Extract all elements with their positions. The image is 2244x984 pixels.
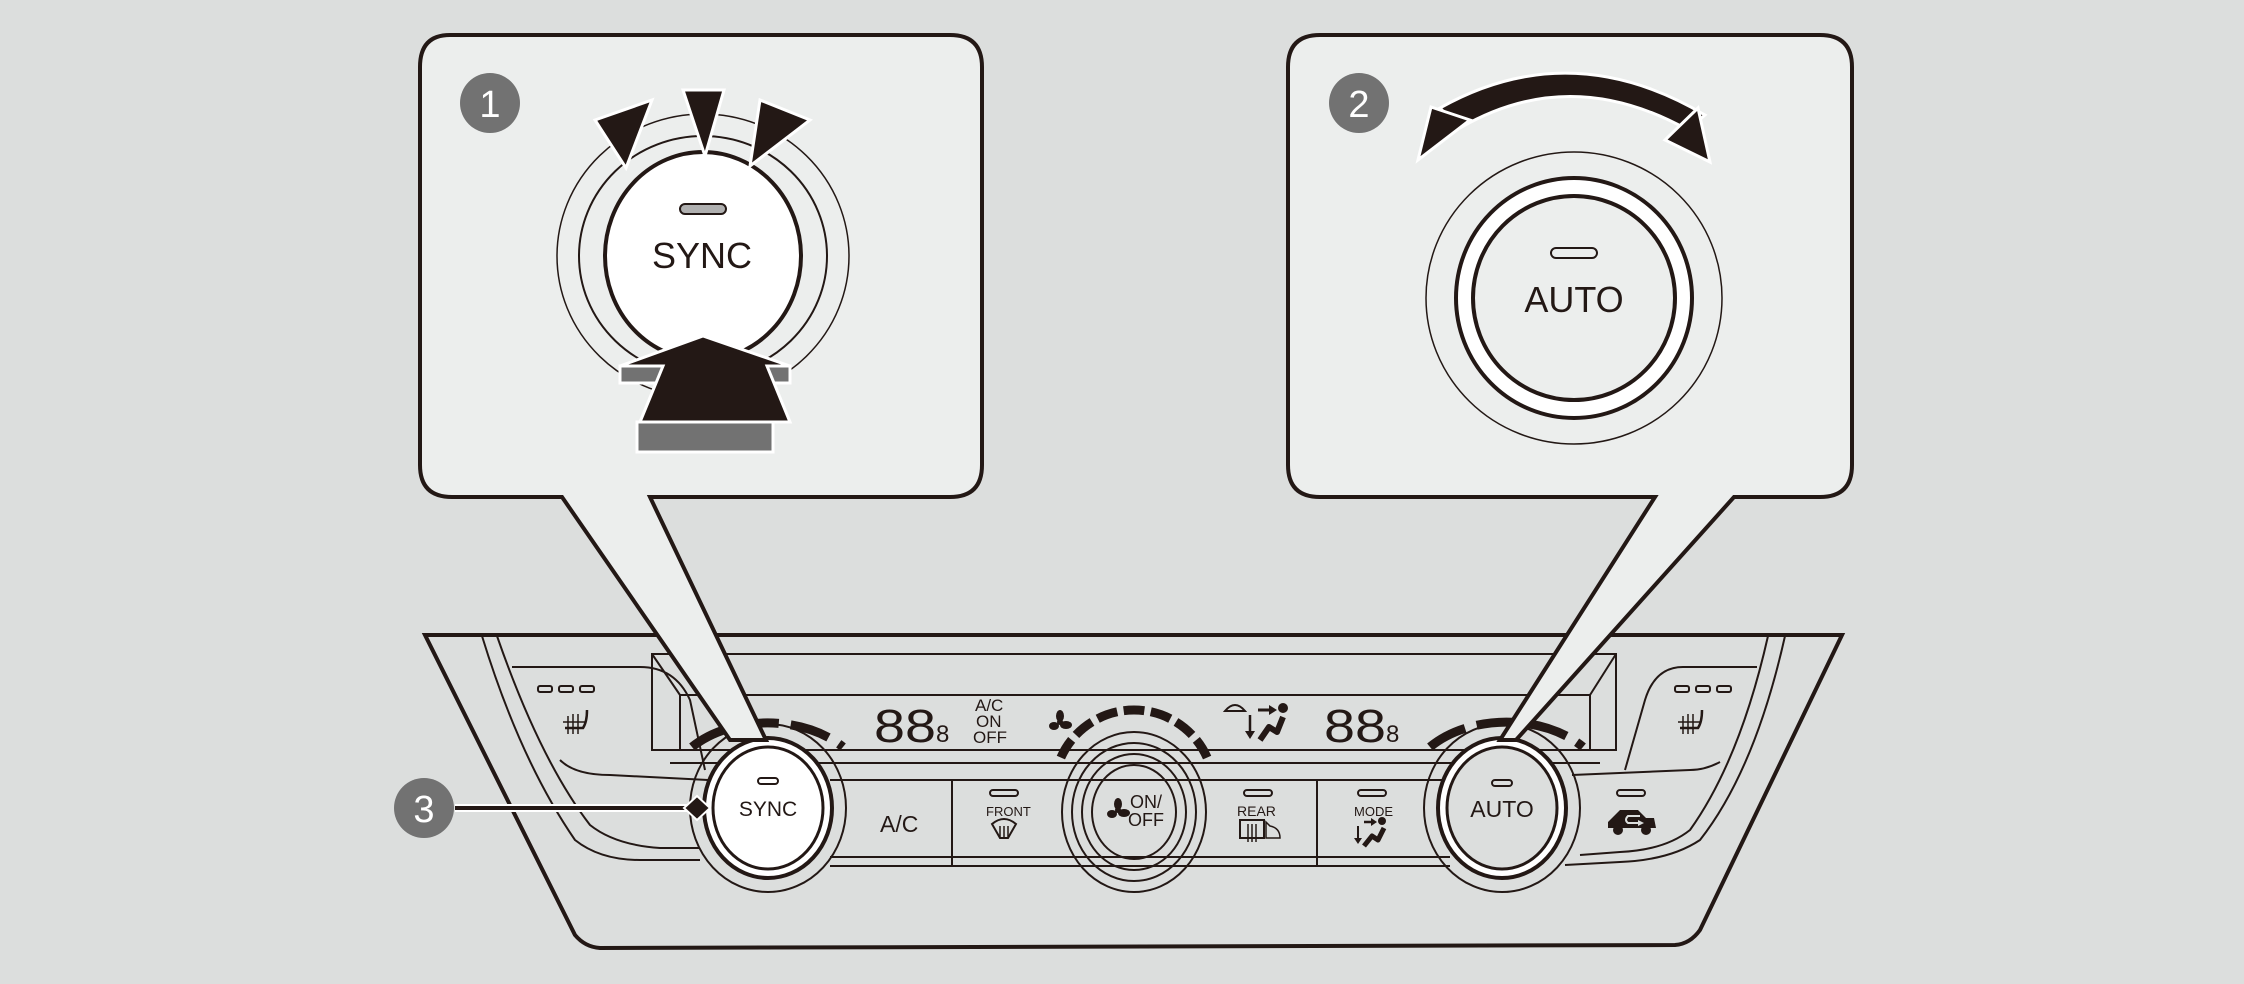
fan-icon — [1107, 798, 1130, 818]
right-temp-arc — [1427, 717, 1586, 751]
seat-heater-right-bottom — [1571, 761, 1721, 776]
seat-heater-left-frame — [512, 666, 706, 771]
bezel-line-right-1 — [1579, 635, 1769, 856]
badge-2: 2 — [1329, 73, 1389, 133]
sync-knob[interactable]: SYNC — [689, 723, 847, 893]
display-right-temp: 88 — [1324, 700, 1386, 752]
svg-text:3: 3 — [413, 789, 434, 831]
fan-speed-segment — [1173, 718, 1196, 739]
fan-knob-label-line1: ON/ — [1130, 792, 1162, 812]
mode-button[interactable]: MODE — [1354, 789, 1393, 848]
fan-speed-segment — [1149, 707, 1173, 723]
svg-text:1: 1 — [479, 84, 500, 126]
seat-heater-icon — [563, 709, 589, 734]
control-panel: 88 8 A/C ON OFF 88 8 — [421, 633, 1846, 951]
ac-button[interactable]: A/C — [880, 811, 918, 837]
fan-speed-segment — [1072, 718, 1095, 739]
display-airflow-icon — [1222, 703, 1288, 742]
pulse-indicator-icon — [592, 88, 814, 172]
svg-text:2: 2 — [1348, 84, 1369, 126]
fan-speed-segment — [1095, 707, 1119, 723]
rotate-arrow-icon — [1415, 71, 1713, 165]
auto-knob-label: AUTO — [1470, 796, 1533, 822]
panel-outer-bezel — [421, 633, 1846, 951]
front-defrost-button[interactable]: FRONT — [986, 789, 1031, 839]
ac-button-label: A/C — [880, 811, 918, 837]
defrost-front-icon — [990, 818, 1018, 839]
display-bevel-left — [651, 653, 681, 696]
recirculation-icon — [1608, 810, 1656, 835]
rear-defrost-button[interactable]: REAR — [1237, 789, 1281, 842]
callout-auto: 2 AUTO — [1286, 33, 1854, 742]
display-bevel-right — [1589, 653, 1617, 696]
defrost-rear-icon — [1239, 819, 1281, 842]
left-temp-arc — [689, 718, 846, 751]
seat-heater-right[interactable] — [1674, 685, 1732, 734]
rear-defrost-label: REAR — [1237, 803, 1276, 819]
fan-speed-bar — [1056, 705, 1212, 760]
fan-speed-segment — [1123, 705, 1145, 716]
display-left-temp: 88 — [874, 700, 936, 752]
marker-3: 3 — [394, 778, 712, 838]
fan-icon — [1049, 710, 1072, 730]
seat-heater-left[interactable] — [537, 685, 595, 734]
fan-knob[interactable]: ON/ OFF — [1061, 731, 1207, 893]
bezel-line-right-2 — [1564, 635, 1786, 866]
display-left-temp-decimal: 8 — [936, 721, 949, 748]
fan-speed-segment — [1056, 737, 1076, 760]
callout-sync-label: SYNC — [652, 235, 752, 276]
auto-knob[interactable]: AUTO — [1423, 723, 1581, 893]
display-ac-line3: OFF — [973, 728, 1007, 747]
display-ac-line2: ON — [976, 712, 1002, 731]
callout-auto-button — [1471, 194, 1677, 402]
recirculation-button[interactable] — [1608, 789, 1656, 835]
badge-1: 1 — [460, 73, 520, 133]
callout-auto-label: AUTO — [1524, 279, 1623, 320]
front-defrost-label: FRONT — [986, 804, 1031, 819]
display-right-temp-decimal: 8 — [1386, 721, 1399, 748]
mode-airflow-icon — [1354, 817, 1387, 848]
seat-heater-left-bottom — [559, 759, 709, 781]
bezel-line-left-1 — [481, 635, 700, 861]
sync-knob-label: SYNC — [739, 798, 797, 821]
callout-sync: 1 SYNC — [418, 33, 984, 742]
display-ac-line1: A/C — [975, 696, 1003, 715]
seat-heater-icon — [1678, 709, 1704, 734]
mode-button-label: MODE — [1354, 804, 1393, 819]
press-arrow-icon — [618, 334, 793, 454]
fan-speed-segment — [1192, 737, 1212, 760]
seat-heater-right-frame — [1624, 666, 1757, 771]
fan-knob-label-line2: OFF — [1128, 810, 1164, 830]
